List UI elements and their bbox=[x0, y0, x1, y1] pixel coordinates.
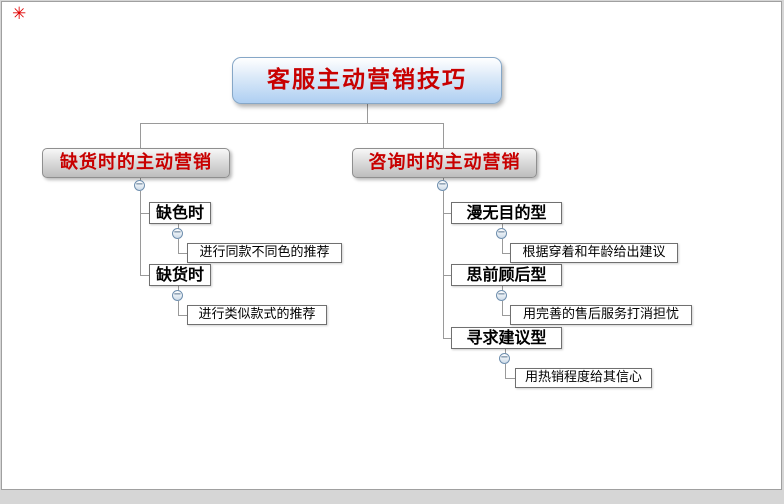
leaf-suggest-by-outfit-and-age[interactable]: 根据穿着和年龄给出建议 bbox=[510, 243, 678, 263]
leaf-recommend-similar-style[interactable]: 进行类似款式的推荐 bbox=[187, 305, 327, 325]
connector-line bbox=[367, 104, 368, 123]
node-hesitant-type[interactable]: 思前顾后型 bbox=[451, 264, 562, 286]
node-color-missing[interactable]: 缺色时 bbox=[149, 202, 211, 224]
connector-line bbox=[443, 191, 444, 338]
minus-icon: − bbox=[173, 227, 182, 238]
collapse-toggle[interactable]: − bbox=[172, 228, 183, 239]
connector-line bbox=[178, 286, 179, 291]
node-out-of-stock[interactable]: 缺货时 bbox=[149, 264, 211, 286]
connector-stub bbox=[502, 253, 510, 254]
connector-stub bbox=[505, 378, 515, 379]
connector-stub bbox=[178, 315, 187, 316]
connector-line bbox=[502, 286, 503, 291]
connector-line bbox=[502, 239, 503, 253]
leaf-after-sales-service-reassurance[interactable]: 用完善的售后服务打消担忧 bbox=[510, 305, 692, 325]
connector-line bbox=[178, 224, 179, 229]
collapse-toggle[interactable]: − bbox=[499, 353, 510, 364]
minus-icon: − bbox=[500, 352, 509, 363]
connector-line bbox=[140, 191, 141, 275]
branch-node-stockout-marketing[interactable]: 缺货时的主动营销 bbox=[42, 148, 230, 178]
leaf-confidence-by-popularity[interactable]: 用热销程度给其信心 bbox=[515, 368, 652, 388]
connector-line bbox=[140, 178, 141, 181]
connector-stub bbox=[443, 275, 451, 276]
connector-line bbox=[178, 301, 179, 315]
connector-line bbox=[505, 364, 506, 378]
connector-line bbox=[502, 224, 503, 229]
connector-line bbox=[443, 178, 444, 181]
mindmap-canvas: ✳ 客服主动营销技巧 缺货时的主动营销 咨询时的主动营销 缺色时 缺货时 漫无目… bbox=[1, 1, 782, 490]
leaf-recommend-same-style-other-color[interactable]: 进行同款不同色的推荐 bbox=[187, 243, 342, 263]
collapse-toggle[interactable]: − bbox=[134, 180, 145, 191]
connector-stub bbox=[502, 315, 510, 316]
minus-icon: − bbox=[497, 227, 506, 238]
connector-line bbox=[140, 123, 141, 148]
minus-icon: − bbox=[497, 289, 506, 300]
minus-icon: − bbox=[173, 289, 182, 300]
connector-stub bbox=[443, 338, 451, 339]
app-logo-icon: ✳ bbox=[12, 4, 27, 24]
collapse-toggle[interactable]: − bbox=[437, 180, 448, 191]
connector-line bbox=[140, 123, 443, 124]
node-aimless-type[interactable]: 漫无目的型 bbox=[451, 202, 562, 224]
collapse-toggle[interactable]: − bbox=[496, 228, 507, 239]
collapse-toggle[interactable]: − bbox=[496, 290, 507, 301]
connector-line bbox=[502, 301, 503, 315]
minus-icon: − bbox=[135, 179, 144, 190]
node-advice-seeking-type[interactable]: 寻求建议型 bbox=[451, 327, 562, 349]
connector-stub bbox=[140, 275, 149, 276]
connector-stub bbox=[140, 213, 149, 214]
collapse-toggle[interactable]: − bbox=[172, 290, 183, 301]
connector-line bbox=[178, 239, 179, 253]
connector-line bbox=[505, 349, 506, 354]
minus-icon: − bbox=[438, 179, 447, 190]
mindmap-root-node[interactable]: 客服主动营销技巧 bbox=[232, 57, 502, 104]
connector-stub bbox=[178, 253, 187, 254]
connector-line bbox=[443, 123, 444, 148]
branch-node-inquiry-marketing[interactable]: 咨询时的主动营销 bbox=[352, 148, 537, 178]
connector-stub bbox=[443, 213, 451, 214]
